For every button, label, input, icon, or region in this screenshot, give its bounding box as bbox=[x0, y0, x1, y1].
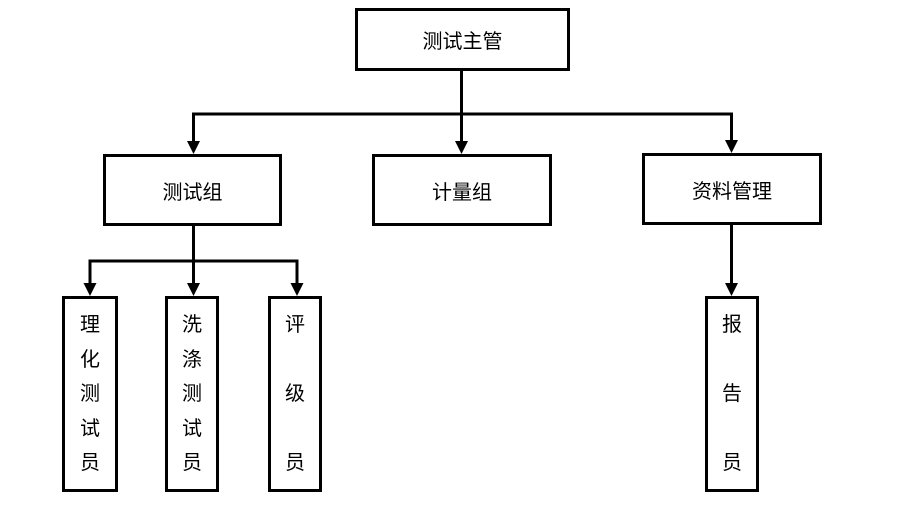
vertical-label-char: 测 bbox=[182, 383, 202, 405]
node-reporter: 报告员 bbox=[705, 296, 759, 492]
vertical-label-char: 员 bbox=[722, 452, 742, 474]
vertical-label-char: 员 bbox=[80, 452, 100, 474]
node-data-management: 资料管理 bbox=[642, 153, 822, 225]
node-test-supervisor-label: 测试主管 bbox=[422, 31, 503, 53]
vertical-label-char: 试 bbox=[182, 417, 202, 440]
node-test-supervisor: 测试主管 bbox=[355, 8, 570, 71]
vertical-label-char: 化 bbox=[80, 348, 100, 371]
vertical-label-char: 员 bbox=[285, 452, 305, 474]
node-data-management-label: 资料管理 bbox=[692, 180, 772, 203]
vertical-label-char: 涤 bbox=[182, 348, 202, 371]
node-washing-tester: 洗涤测试员 bbox=[165, 296, 219, 492]
vertical-label-char: 洗 bbox=[182, 314, 202, 336]
vertical-label-char: 试 bbox=[80, 417, 100, 440]
vertical-label-char: 报 bbox=[722, 314, 742, 336]
vertical-label-char: 员 bbox=[182, 452, 202, 474]
node-test-group: 测试组 bbox=[103, 154, 282, 226]
vertical-label-char: 测 bbox=[80, 383, 100, 405]
node-metrology-group-label: 计量组 bbox=[432, 181, 492, 204]
node-grader: 评级员 bbox=[268, 296, 322, 492]
node-physical-chemical-tester: 理化测试员 bbox=[62, 296, 118, 492]
node-metrology-group: 计量组 bbox=[372, 154, 552, 226]
vertical-label-char: 告 bbox=[722, 383, 742, 405]
vertical-label-char: 级 bbox=[285, 383, 305, 405]
vertical-label-char: 评 bbox=[285, 314, 305, 336]
vertical-label-char: 理 bbox=[80, 314, 100, 336]
node-test-group-label: 测试组 bbox=[162, 181, 223, 204]
